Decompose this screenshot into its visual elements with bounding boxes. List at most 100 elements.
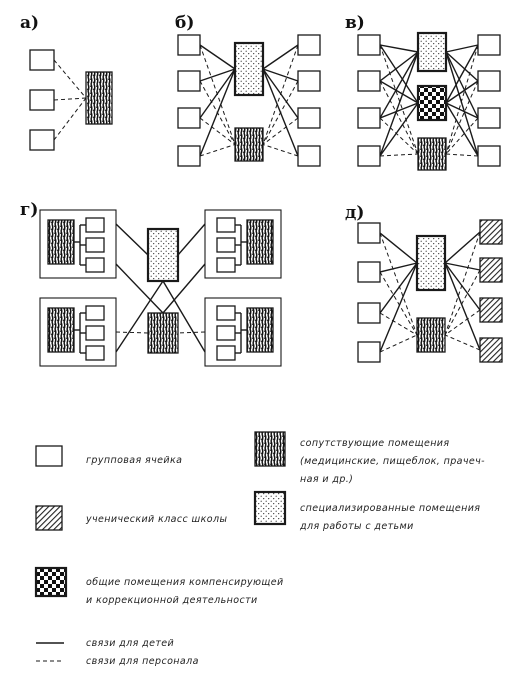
group-cell	[357, 222, 381, 244]
legend-auxiliary-text-3: ная и др.)	[300, 474, 353, 485]
connection-line-55	[379, 271, 418, 336]
group-cell	[297, 34, 321, 56]
legend-common-text-1: общие помещения компенсирующей	[86, 577, 284, 588]
connection-line-46	[115, 280, 164, 353]
auxiliary-room	[47, 219, 75, 265]
auxiliary-room	[85, 71, 113, 125]
building-unit-frame	[204, 297, 282, 367]
legend-common-text-2: и коррекционной деятельности	[86, 595, 258, 606]
group-cell	[297, 70, 321, 92]
connection-line-27	[379, 102, 419, 119]
group-cell	[85, 257, 105, 273]
group-cell	[297, 145, 321, 167]
connection-line-36	[445, 80, 479, 104]
connection-line-49	[162, 263, 206, 314]
connection-line-20	[379, 44, 419, 53]
connection-line-31	[379, 153, 419, 157]
group-cell	[357, 261, 381, 283]
connection-line-24	[379, 80, 419, 104]
connection-line-2	[53, 97, 87, 101]
legend-specialized-symbol	[253, 490, 287, 526]
connection-line-14	[262, 68, 299, 82]
connection-line-67	[444, 334, 481, 351]
group-cell	[177, 70, 201, 92]
connection-line-3	[53, 97, 87, 141]
connection-line-22	[379, 44, 419, 155]
room-shapes	[29, 31, 503, 598]
panel-label-v: в)	[345, 13, 365, 33]
auxiliary-room	[147, 312, 179, 354]
connection-line-42	[445, 102, 479, 157]
legend-specialized-text-1: специализированные помещения	[300, 503, 480, 514]
connection-line-21	[379, 44, 419, 104]
auxiliary-room	[47, 307, 75, 353]
connection-line-56	[379, 262, 418, 314]
group-cell	[477, 34, 501, 56]
connection-line-51	[177, 331, 206, 334]
specialized-room	[416, 31, 448, 73]
group-cell	[216, 345, 236, 361]
group-cell	[29, 49, 55, 71]
connection-line-5	[199, 44, 236, 145]
auxiliary-room	[246, 219, 274, 265]
panel-label-b: б)	[175, 13, 194, 33]
connection-line-28	[379, 117, 419, 155]
connection-line-8	[199, 68, 236, 119]
connection-line-45	[177, 223, 206, 256]
auxiliary-room	[246, 307, 274, 353]
connection-line-43	[445, 153, 479, 157]
connection-line-52	[379, 232, 418, 264]
connection-line-6	[199, 68, 236, 82]
connection-line-50	[115, 331, 149, 334]
group-cell	[297, 107, 321, 129]
connection-line-44	[115, 223, 149, 256]
specialized-room	[415, 234, 447, 292]
group-cell	[216, 325, 236, 341]
connection-line-65	[444, 309, 481, 336]
legend-children-links-text: связи для детей	[86, 638, 174, 649]
connection-line-40	[445, 117, 479, 155]
school-classroom	[479, 297, 503, 323]
group-cell	[216, 217, 236, 233]
common-room	[416, 84, 448, 122]
building-unit-frame	[39, 297, 117, 367]
panel-label-a: а)	[20, 13, 39, 33]
group-cell	[85, 237, 105, 253]
connection-line-17	[262, 117, 299, 145]
connection-line-13	[262, 44, 299, 145]
group-cell	[477, 107, 501, 129]
group-cell	[85, 305, 105, 321]
group-cell	[216, 257, 236, 273]
group-cell	[357, 341, 381, 363]
connection-line-11	[199, 144, 236, 157]
school-classroom	[479, 257, 503, 283]
panel-label-d: д)	[345, 203, 364, 223]
group-cell	[85, 217, 105, 233]
group-cell	[357, 145, 381, 167]
legend-school-class-symbol	[35, 505, 63, 531]
connection-line-37	[445, 80, 479, 155]
connection-line-18	[262, 68, 299, 157]
connection-line-1	[53, 59, 87, 99]
connection-line-34	[445, 44, 479, 155]
connection-line-32	[445, 44, 479, 53]
specialized-room	[146, 227, 180, 283]
school-classroom	[479, 219, 503, 245]
group-cell	[85, 325, 105, 341]
group-cell	[357, 107, 381, 129]
auxiliary-room	[417, 137, 447, 171]
connection-line-29	[379, 51, 419, 157]
connection-line-12	[262, 44, 299, 70]
connection-line-23	[379, 51, 419, 82]
group-cell	[477, 70, 501, 92]
legend-group-cell-symbol	[35, 445, 63, 467]
connection-line-38	[445, 51, 479, 119]
connection-line-66	[444, 262, 481, 351]
connection-line-4	[199, 44, 236, 70]
auxiliary-room	[234, 127, 264, 162]
connection-lines	[36, 44, 481, 662]
panel-label-g: г)	[20, 200, 38, 220]
specialized-room	[233, 41, 265, 97]
connection-line-9	[199, 117, 236, 145]
